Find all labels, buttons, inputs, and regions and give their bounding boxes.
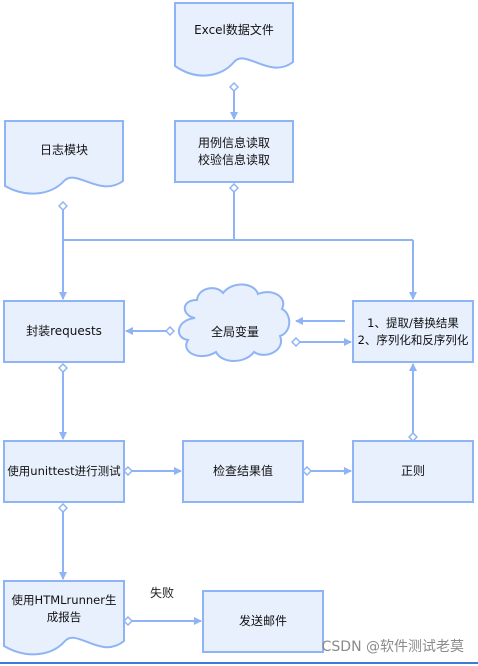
extract-replace-label: 1、提取/替换结果 2、序列化和反序列化 [357,315,469,347]
regex-label: 正则 [400,464,425,478]
html-report-node [3,580,125,656]
global-vars-label: 全局变量 [210,324,259,339]
html-report-label: 使用HTMLrunner生 成报告 [11,593,117,624]
global-vars-node [178,283,291,362]
case-read-node [174,120,294,183]
case-read-label: 用例信息读取 校验信息读取 [197,135,270,167]
extract-replace-node [352,300,474,363]
excel-file-label: Excel数据文件 [194,22,274,37]
log-module-node [4,120,124,195]
requests-wrapper-label: 封装requests [26,324,102,338]
excel-file-node [174,2,294,77]
requests-wrapper-node [3,300,125,363]
send-mail-node [202,590,324,653]
fail-edge-label: 失败 [150,586,175,600]
log-module-label: 日志模块 [39,142,88,157]
send-mail-label: 发送邮件 [238,614,287,628]
check-result-label: 检查结果值 [212,464,273,478]
watermark: CSDN @软件测试老莫 [321,639,464,655]
unittest-run-label: 使用unittest进行测试 [7,464,121,478]
